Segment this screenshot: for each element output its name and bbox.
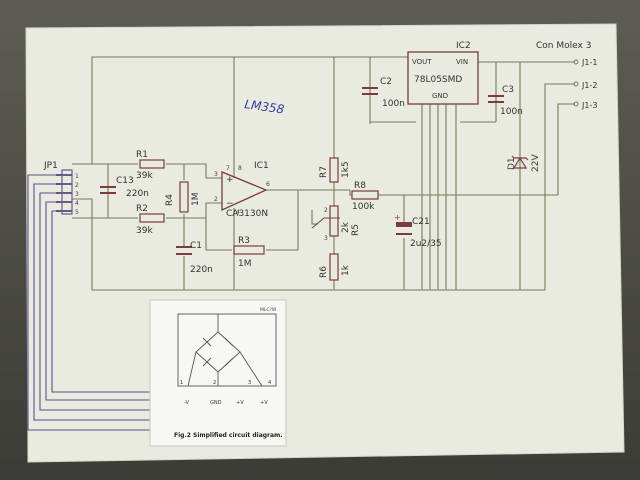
regulator-ic2: IC2 VOUT VIN 78L05SMD GND	[407, 41, 479, 105]
svg-text:2: 2	[324, 207, 328, 214]
inset-label-vo-plus: +V	[236, 400, 244, 406]
jp1-pin-2: 2	[75, 182, 79, 189]
inset-label-vo-minus: -V	[184, 400, 190, 406]
r5-value: 2k	[341, 221, 351, 233]
ic1-pin-2: 2	[214, 196, 218, 203]
r1-value: 39k	[136, 171, 153, 181]
inset-part: MLC?W	[260, 307, 277, 313]
wires	[72, 56, 575, 291]
zener-d1: D1 22V	[507, 154, 541, 172]
resistor-r4: R4 1M	[165, 181, 201, 213]
svg-text:3: 3	[324, 235, 328, 242]
capacitor-c13: C13 220n	[100, 176, 149, 199]
r6-value: 1k	[341, 264, 351, 276]
inset-label-vc: +V	[260, 400, 268, 406]
inset-pin-4: 4	[268, 380, 271, 386]
r3-value: 1M	[238, 259, 252, 269]
paper-sheet	[25, 23, 625, 463]
capacitor-c2: C2 100n	[362, 77, 405, 109]
inset-figure: MLC?W 1 2 3 4 -V GND +V +V Fig.2 Simplif…	[149, 299, 287, 447]
c21-label: C21	[412, 217, 430, 227]
jp1-pin-3: 3	[75, 191, 79, 198]
r8-label: R8	[354, 181, 366, 191]
jp1-pin-1: 1	[75, 173, 79, 180]
r2-value: 39k	[136, 226, 153, 236]
d1-value: 22V	[531, 154, 541, 172]
ic1-label: IC1	[254, 161, 269, 171]
r6-label: R6	[319, 266, 329, 278]
c3-label: C3	[502, 85, 514, 95]
capacitor-c1: C1 220n	[176, 241, 213, 275]
j1-1-label: J1-1	[581, 58, 597, 67]
inset-pin-1: 1	[180, 380, 183, 386]
ic1-pin-6: 6	[266, 181, 270, 188]
inset-pin-3: 3	[248, 380, 251, 386]
jp1-pin-4: 4	[75, 200, 79, 207]
j1-2-label: J1-2	[581, 81, 597, 90]
handwritten-note: LM358	[244, 97, 286, 116]
svg-text:+: +	[226, 175, 234, 185]
r4-value: 1M	[191, 193, 201, 207]
r5-label: R5	[351, 224, 361, 236]
ic2-label: IC2	[456, 41, 471, 51]
r7-value: 1k5	[341, 161, 351, 178]
c13-value: 220n	[126, 189, 149, 199]
resistor-r8: R8 100k	[351, 181, 379, 212]
c13-label: C13	[116, 176, 134, 186]
opamp-ic1: + − IC1 CA3130N 7 8 3 2 6 4	[214, 161, 270, 219]
r8-value: 100k	[352, 202, 375, 212]
r7-label: R7	[319, 166, 329, 178]
c1-value: 220n	[190, 265, 213, 275]
inset-caption: Fig.2 Simplified circuit diagram.	[174, 432, 283, 439]
j1-3-label: J1-3	[581, 101, 597, 110]
resistor-r7: R7 1k5	[319, 157, 351, 183]
ic2-part: 78L05SMD	[414, 75, 462, 85]
r1-label: R1	[136, 150, 148, 160]
ic1-pin-3: 3	[214, 171, 218, 178]
resistor-r6: R6 1k	[319, 253, 351, 281]
c2-label: C2	[380, 77, 392, 87]
ic2-gnd: GND	[432, 92, 448, 100]
c2-value: 100n	[382, 99, 405, 109]
c21-value: 2u2/35	[410, 239, 442, 249]
sheet-title: Con Molex 3	[536, 41, 591, 51]
inset-pin-2: 2	[213, 380, 216, 386]
c1-label: C1	[190, 241, 202, 251]
resistor-r3: R3 1M	[233, 236, 265, 269]
ic2-vin: VIN	[456, 58, 468, 66]
c3-value: 100n	[500, 107, 523, 117]
ic1-pin-7: 7	[226, 165, 230, 172]
ic2-vout: VOUT	[412, 58, 432, 66]
potentiometer-r5: 2k R5 2 3	[311, 205, 361, 242]
ic1-pin-8: 8	[238, 165, 242, 172]
r3-label: R3	[238, 236, 250, 246]
capacitor-c21: + C21 2u2/35	[394, 213, 442, 249]
jp1-label: JP1	[43, 161, 58, 171]
resistor-r1: R1 39k	[136, 150, 165, 181]
connector-j1: J1-1 J1-2 J1-3	[573, 58, 597, 110]
ic1-pin-4: 4	[236, 209, 240, 216]
capacitor-c3: C3 100n	[488, 85, 523, 117]
r4-label: R4	[165, 194, 175, 206]
resistor-r2: R2 39k	[136, 204, 165, 236]
svg-text:+: +	[394, 213, 401, 222]
d1-label: D1	[507, 157, 517, 170]
r2-label: R2	[136, 204, 148, 214]
jp1-pin-5: 5	[75, 209, 79, 216]
svg-text:−: −	[226, 199, 234, 209]
ic1-part: CA3130N	[226, 209, 268, 219]
inset-label-gnd: GND	[210, 400, 222, 406]
